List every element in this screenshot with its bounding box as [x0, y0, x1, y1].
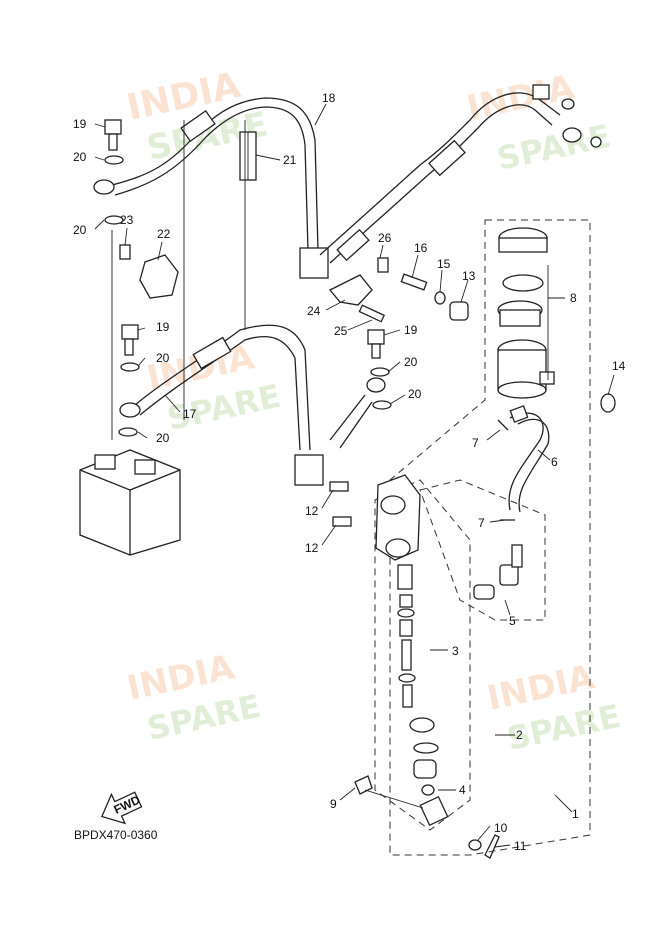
- bracket-24: [328, 257, 389, 323]
- callout-20a: 20: [73, 150, 87, 164]
- banjo-bolt-left-top: [93, 119, 124, 225]
- callout-3: 3: [452, 644, 459, 658]
- callout-10: 10: [494, 821, 508, 835]
- hose-clip: [239, 131, 257, 181]
- hose-bracket: [119, 244, 179, 299]
- watermark-bottom-left: INDIA SPARE: [124, 647, 264, 748]
- assembly-outline-5: [419, 479, 546, 621]
- banjo-bolt-right: [367, 329, 392, 410]
- watermark-right-top: INDIA SPARE: [464, 67, 614, 178]
- piston-kit: [397, 564, 416, 708]
- banjo-bolt-top-right: [532, 84, 602, 148]
- callout-11: 11: [514, 839, 527, 853]
- master-cylinder: [329, 474, 421, 561]
- abs-unit: [79, 449, 181, 556]
- callout-4: 4: [459, 783, 466, 797]
- diagram-code: BPDX470-0360: [74, 828, 158, 842]
- callout-8: 8: [570, 291, 577, 305]
- callout-12a: 12: [305, 504, 319, 518]
- callout-19c: 19: [404, 323, 418, 337]
- reservoir-hose: [497, 405, 550, 521]
- callout-1: 1: [572, 807, 579, 821]
- callout-14: 14: [612, 359, 626, 373]
- fwd-arrow: FWD: [100, 791, 143, 825]
- svg-text:INDIA: INDIA: [464, 67, 579, 129]
- callout-20f: 20: [408, 387, 422, 401]
- callout-18: 18: [322, 91, 336, 105]
- callout-6: 6: [551, 455, 558, 469]
- brake-hose-lower: [118, 324, 324, 486]
- callout-20c: 20: [156, 351, 170, 365]
- callout-26: 26: [378, 231, 392, 245]
- callout-20b: 20: [73, 223, 87, 237]
- callout-9: 9: [330, 797, 337, 811]
- callout-22: 22: [157, 227, 171, 241]
- push-rod-parts: [354, 717, 500, 859]
- reservoir-assembly: [497, 227, 616, 413]
- callout-16: 16: [414, 241, 428, 255]
- watermark-bottom-right: INDIA SPARE: [484, 657, 624, 758]
- assembly-outline-1: [389, 219, 591, 856]
- callout-19b: 19: [156, 320, 170, 334]
- callout-2: 2: [516, 728, 523, 742]
- callout-17: 17: [183, 407, 197, 421]
- callout-5: 5: [509, 614, 516, 628]
- master-hose-short: [329, 377, 386, 449]
- callout-7a: 7: [472, 436, 479, 450]
- reservoir-bolt: [400, 273, 469, 321]
- callout-12b: 12: [305, 541, 319, 555]
- brake-hose-upper: [111, 92, 561, 279]
- callout-15: 15: [437, 257, 451, 271]
- callout-7b: 7: [478, 516, 485, 530]
- callout-25: 25: [334, 324, 348, 338]
- callout-20e: 20: [156, 431, 170, 445]
- assembly-outline-2: [374, 479, 471, 831]
- hose-joint: [473, 544, 523, 600]
- callout-24: 24: [307, 304, 321, 318]
- callout-13: 13: [462, 269, 476, 283]
- callout-23: 23: [120, 213, 134, 227]
- leader-lines: [94, 103, 615, 848]
- callout-labels: 19 20 18 21 20 23 22 19 20 26 16 15 13 8…: [73, 91, 626, 853]
- callout-19a: 19: [73, 117, 87, 131]
- callout-20d: 20: [404, 355, 418, 369]
- callout-21: 21: [283, 153, 297, 167]
